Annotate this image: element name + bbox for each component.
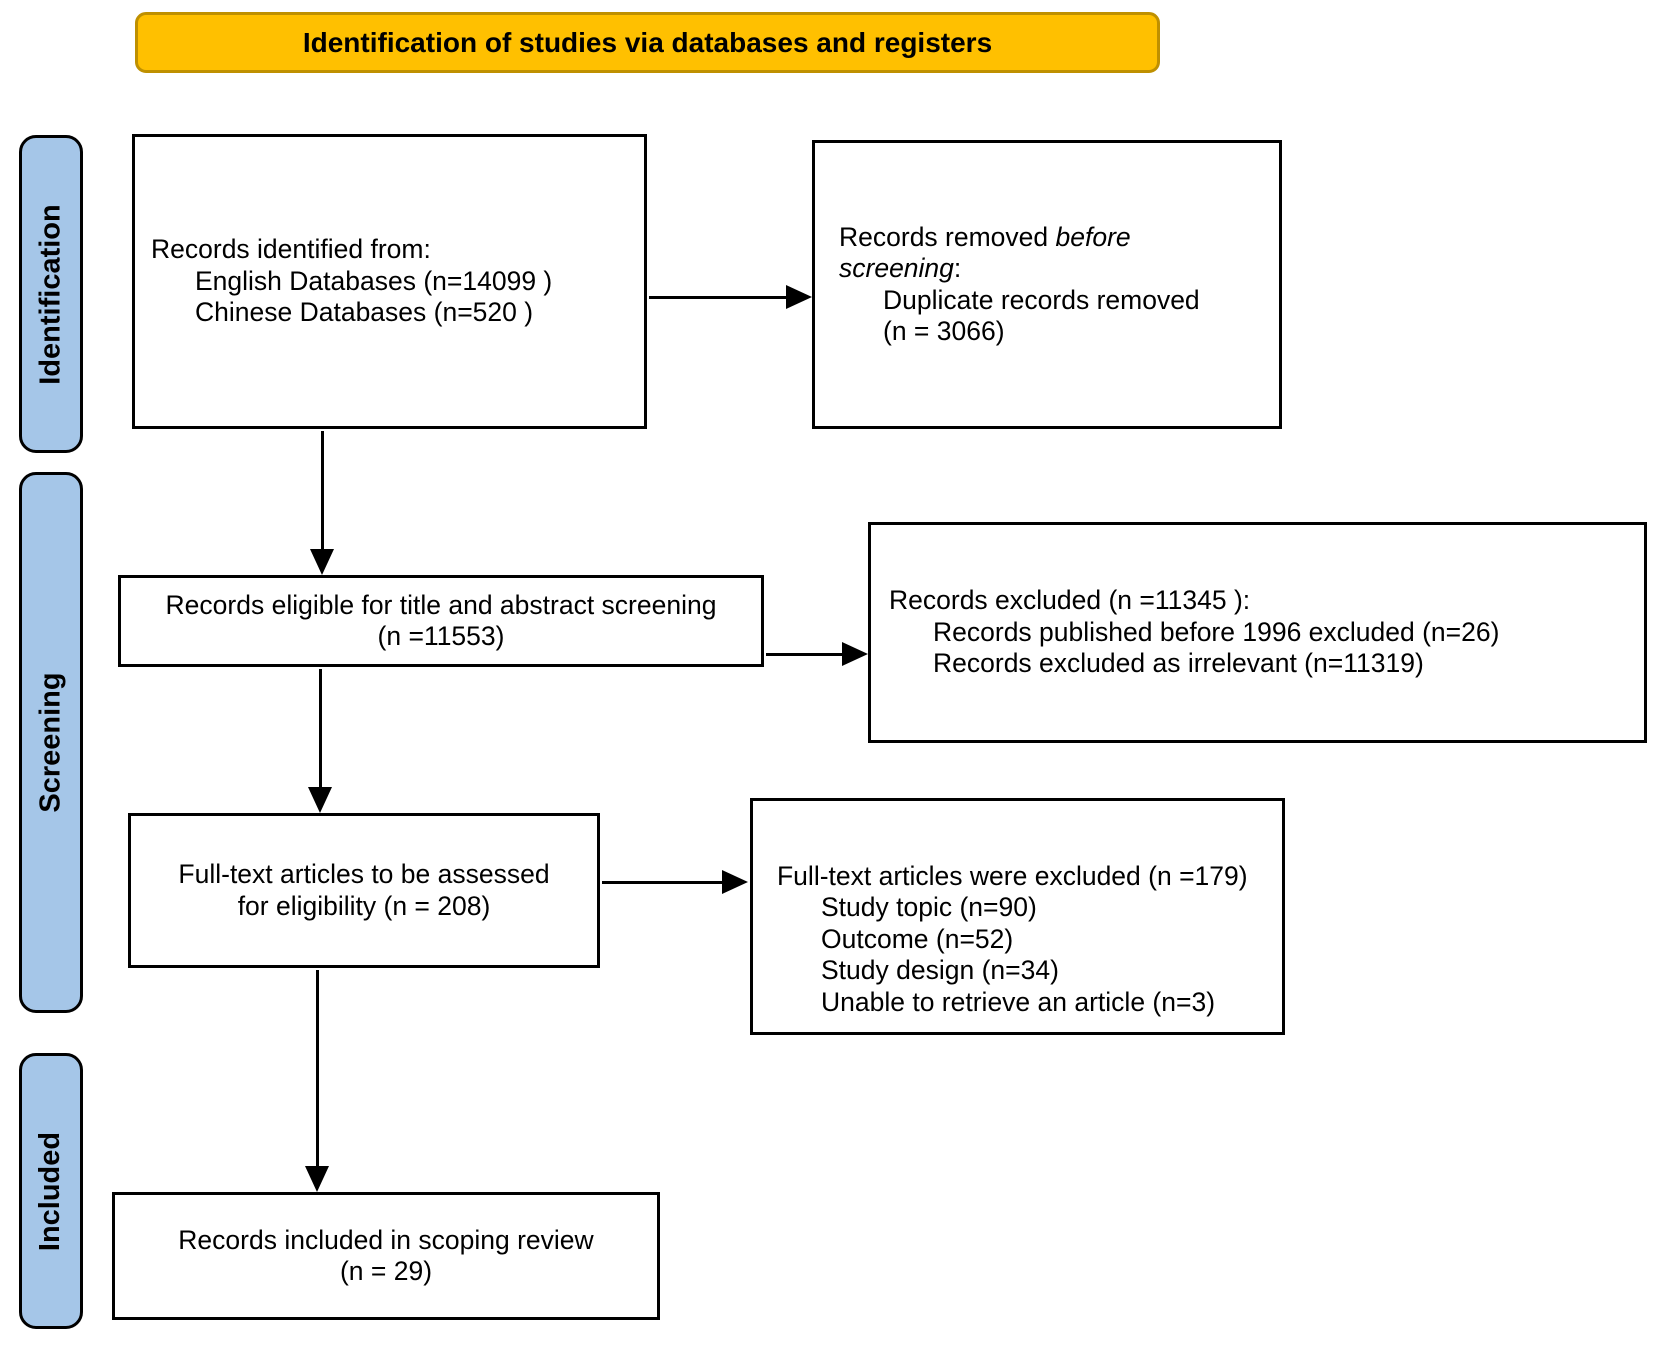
arrow-fulltext-to-included-head-icon [305,1166,329,1192]
fulltext-excluded-line5: Unable to retrieve an article (n=3) [821,986,1216,1017]
records-removed-line1-italic: before [1055,221,1131,252]
fulltext-excluded-line4: Study design (n=34) [821,955,1059,986]
arrow-identified-to-eligible-line [321,431,324,551]
fulltext-assessed-line2: for eligibility (n = 208) [237,890,491,921]
records-identified-line3: Chinese Databases (n=520 ) [195,297,534,328]
records-eligible-line1: Records eligible for title and abstract … [165,589,717,620]
stage-label-included: Included [19,1053,83,1329]
records-excluded-line1: Records excluded (n =11345 ): [889,585,1251,616]
arrow-eligible-to-fulltext-line [319,669,322,789]
box-records-excluded: Records excluded (n =11345 ): Records pu… [868,522,1647,743]
stage-identification-text: Identification [34,203,67,385]
title-banner-text: Identification of studies via databases … [302,26,993,58]
arrow-fulltext-to-excluded-head-icon [722,870,748,894]
stage-included-text: Included [34,1131,67,1251]
title-banner: Identification of studies via databases … [135,12,1160,73]
records-removed-line2: screening: [839,253,1279,285]
records-identified-line2: English Databases (n=14099 ) [195,265,553,296]
records-removed-line4: (n = 3066) [883,316,1005,346]
arrow-eligible-to-fulltext-head-icon [308,787,332,813]
box-records-identified: Records identified from: English Databas… [132,134,647,429]
arrow-eligible-to-excluded-head-icon [842,642,868,666]
box-fulltext-excluded: Full-text articles were excluded (n =179… [750,798,1285,1035]
arrow-identified-to-eligible-head-icon [310,549,334,575]
stage-screening-text: Screening [34,672,67,813]
box-records-removed: Records removed before screening: Duplic… [812,140,1282,429]
arrow-identified-to-removed-head-icon [786,285,812,309]
arrow-fulltext-to-excluded-line [602,881,726,884]
records-excluded-line3: Records excluded as irrelevant (n=11319) [933,648,1424,679]
records-removed-line1: Records removed before [839,222,1279,254]
fulltext-excluded-line1: Full-text articles were excluded (n =179… [777,860,1248,891]
records-removed-line2-italic: screening [839,253,954,283]
records-excluded-line2: Records published before 1996 excluded (… [933,616,1500,647]
records-included-line1: Records included in scoping review [178,1224,594,1255]
box-records-included: Records included in scoping review (n = … [112,1192,660,1320]
fulltext-excluded-line2: Study topic (n=90) [821,892,1037,923]
arrow-fulltext-to-included-line [316,970,319,1168]
records-included-line2: (n = 29) [339,1256,433,1286]
box-fulltext-assessed: Full-text articles to be assessed for el… [128,813,600,968]
stage-label-screening: Screening [19,472,83,1013]
records-identified-line1: Records identified from: [151,234,431,265]
records-eligible-line2: (n =11553) [377,621,505,651]
arrow-eligible-to-excluded-line [766,653,846,656]
stage-label-identification: Identification [19,135,83,453]
records-removed-line2-colon: : [953,253,962,283]
fulltext-assessed-line1: Full-text articles to be assessed [178,859,550,889]
fulltext-excluded-line3: Outcome (n=52) [821,923,1014,954]
arrow-identified-to-removed-line [649,296,789,299]
records-removed-line1-normal: Records removed [839,221,1056,252]
records-removed-line3: Duplicate records removed [883,284,1200,315]
box-records-eligible: Records eligible for title and abstract … [118,575,764,667]
